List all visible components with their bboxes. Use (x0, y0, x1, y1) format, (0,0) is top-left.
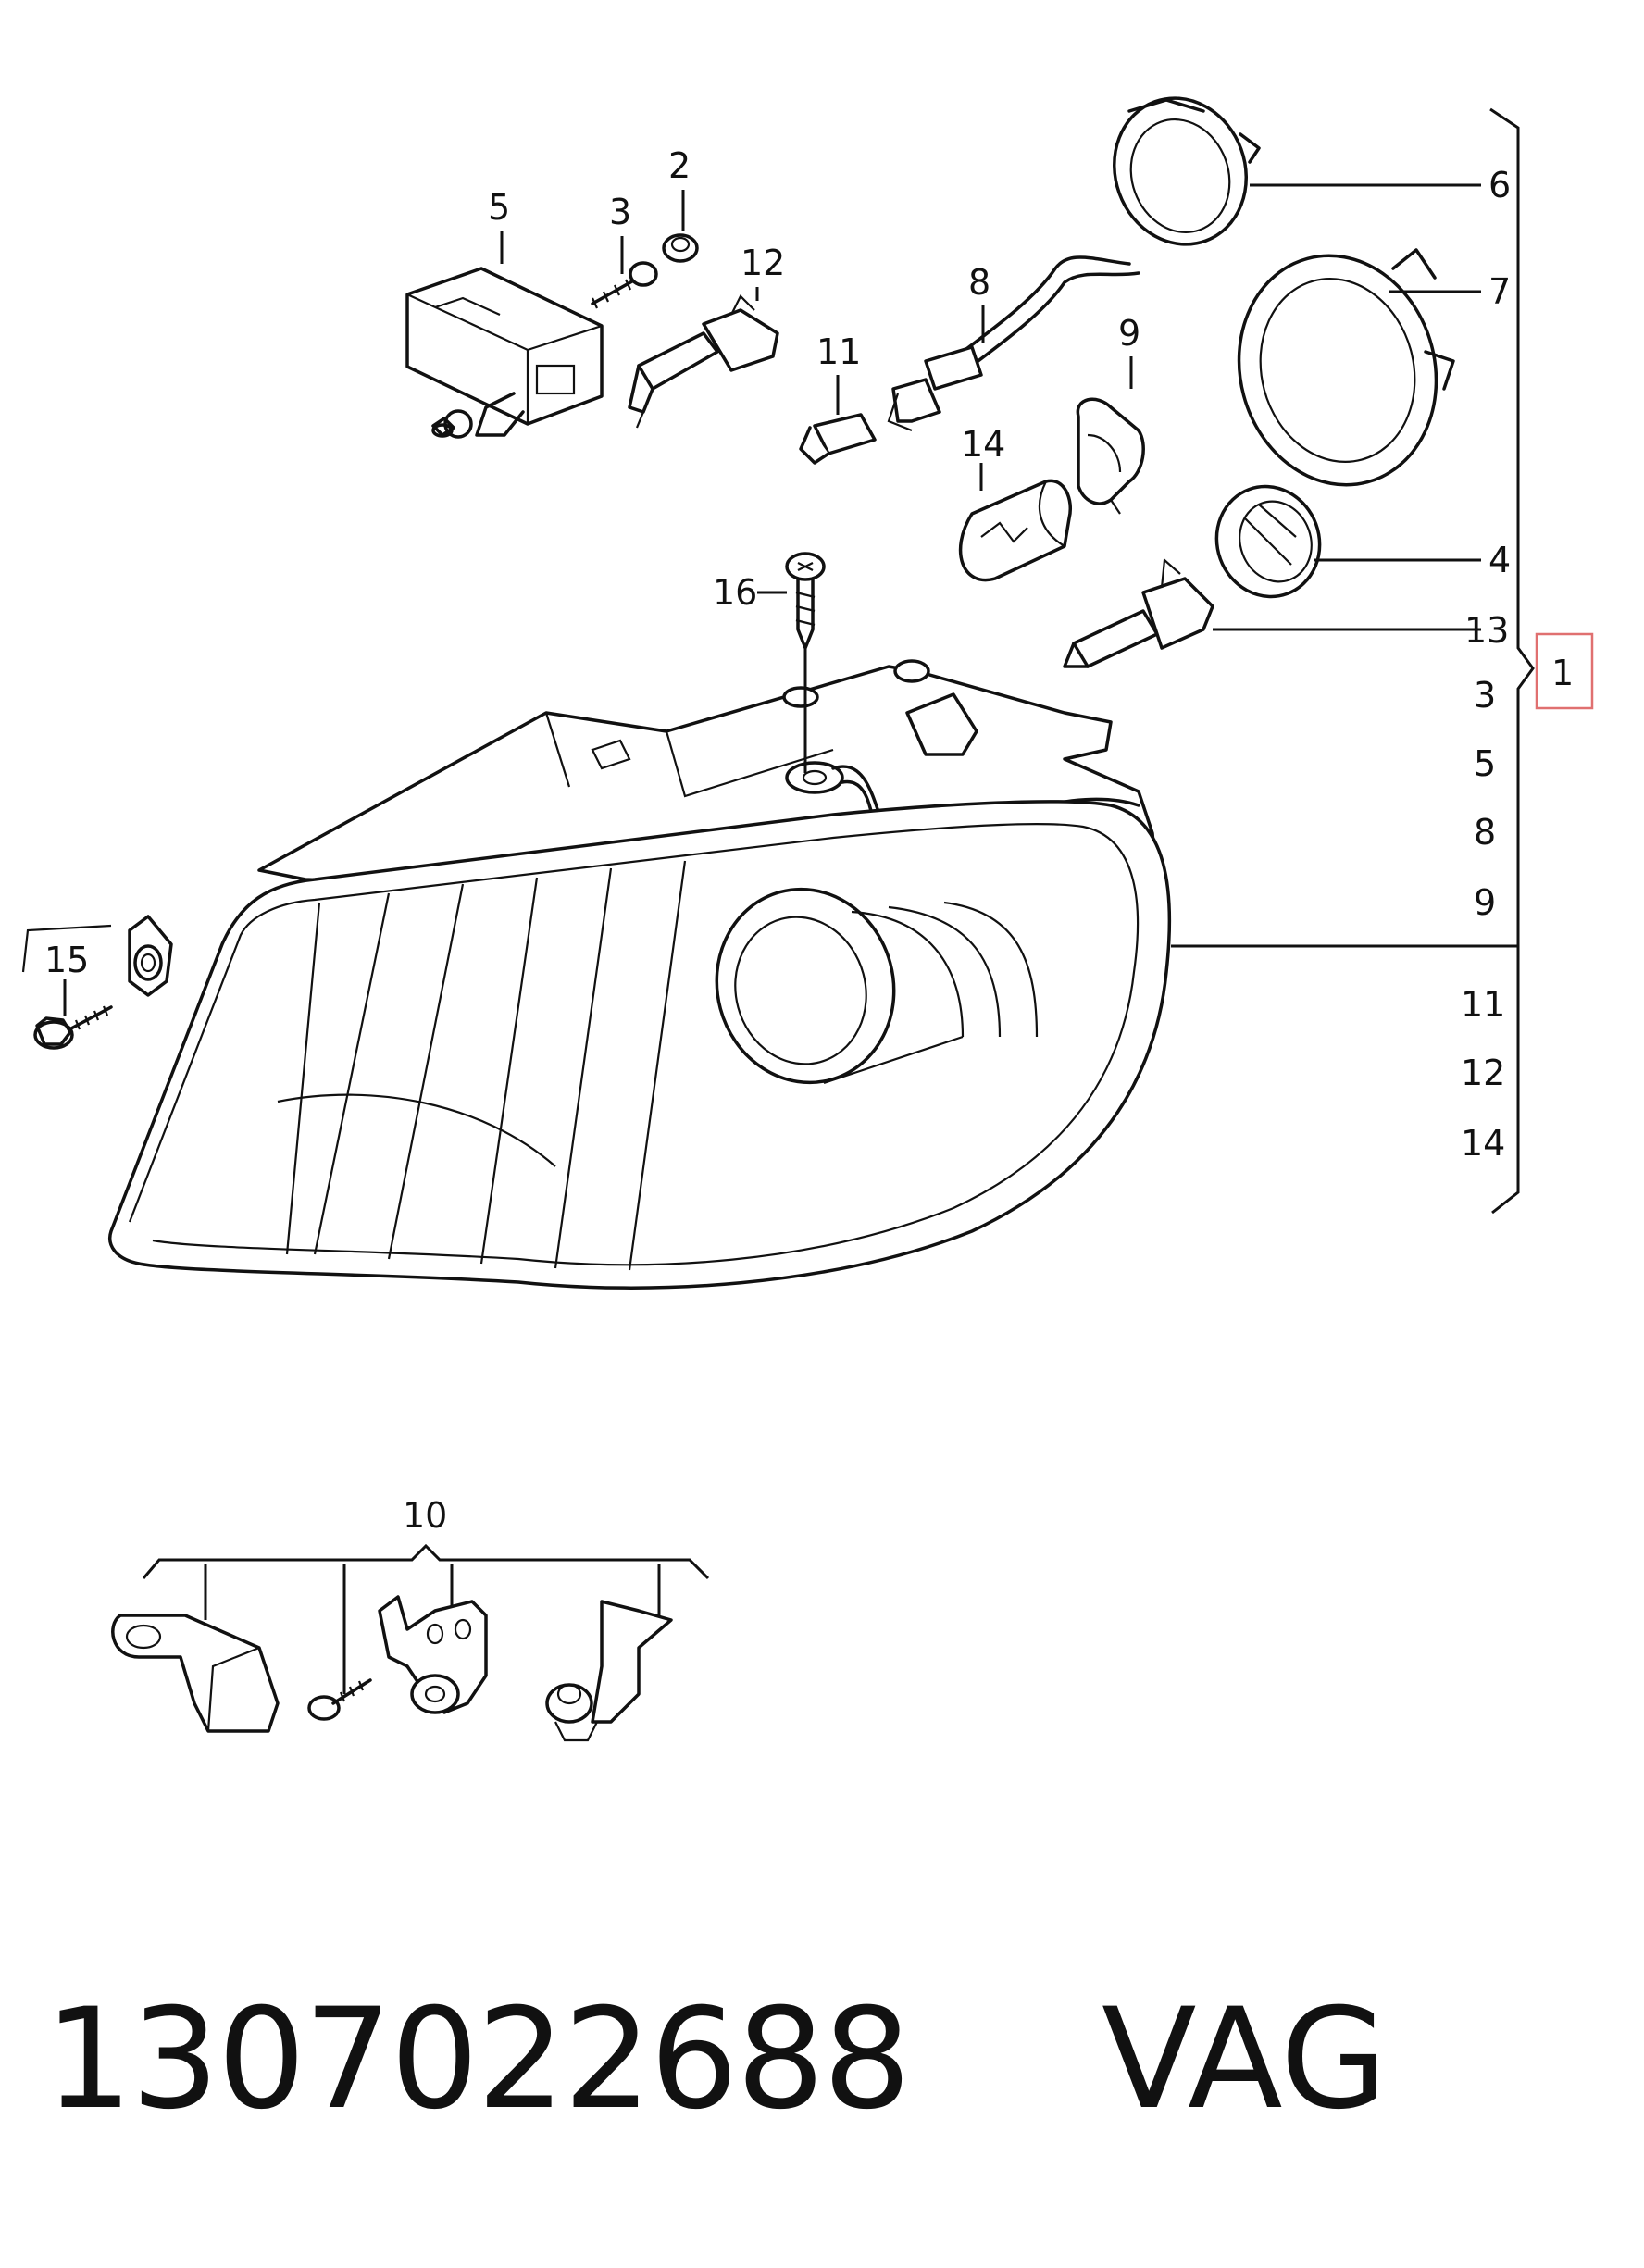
part-5-leveling-motor[interactable]: 5 (405, 187, 604, 439)
callout-7: 7 (1488, 271, 1511, 312)
headlight-housing[interactable] (21, 648, 1518, 1290)
callout-11: 11 (816, 331, 861, 372)
part-7-cover[interactable]: 7 (1214, 233, 1511, 507)
part-11-wedge-bulb[interactable]: 11 (799, 331, 877, 465)
callout-13: 13 (1464, 610, 1509, 651)
group-item: 5 (1474, 743, 1496, 784)
part-9-bulb-holder[interactable]: 9 (1076, 313, 1145, 515)
assembly-bracket (1489, 107, 1535, 1215)
callout-3: 3 (609, 192, 631, 232)
part-16-screw[interactable]: 16 (713, 552, 826, 650)
part-3-screw[interactable]: 3 (591, 192, 658, 309)
group-item: 11 (1461, 984, 1505, 1025)
callout-14: 14 (961, 424, 1005, 465)
callout-15: 15 (44, 940, 89, 980)
callout-1: 1 (1551, 653, 1574, 693)
assembly-item-list: 3 5 8 9 11 12 14 (1461, 675, 1505, 1164)
brand-name: VAG (1102, 1979, 1389, 2140)
callout-6: 6 (1488, 165, 1511, 206)
part-14-bulb[interactable]: 14 (958, 424, 1072, 582)
callout-8: 8 (968, 262, 990, 303)
part-12-bulb[interactable]: 12 (628, 243, 785, 429)
callout-12: 12 (741, 243, 785, 283)
group-item: 12 (1461, 1053, 1505, 1093)
group-item: 14 (1461, 1123, 1505, 1164)
callout-1-box[interactable]: 1 (1535, 632, 1594, 710)
group-item: 8 (1474, 812, 1496, 853)
group-item: 9 (1474, 882, 1496, 923)
callout-10: 10 (403, 1495, 447, 1536)
group-item: 3 (1474, 675, 1496, 716)
callout-9: 9 (1118, 313, 1140, 354)
part-4-bulb-cap[interactable]: 4 (1202, 472, 1511, 611)
callout-5: 5 (488, 187, 510, 228)
part-13-bulb[interactable]: 13 (1063, 557, 1509, 668)
part-6-ring-cap[interactable]: 6 (1094, 80, 1511, 263)
callout-16: 16 (713, 572, 757, 613)
part-10-bracket-set[interactable]: 10 (111, 1495, 710, 1742)
callout-4: 4 (1488, 540, 1511, 580)
callout-2: 2 (668, 145, 691, 186)
part-number: 1307022688 (44, 1979, 911, 2140)
part-15-screw[interactable]: 15 (33, 940, 113, 1050)
part-8-connector[interactable]: 8 (887, 255, 1140, 432)
part-2-grommet[interactable]: 2 (662, 145, 699, 263)
